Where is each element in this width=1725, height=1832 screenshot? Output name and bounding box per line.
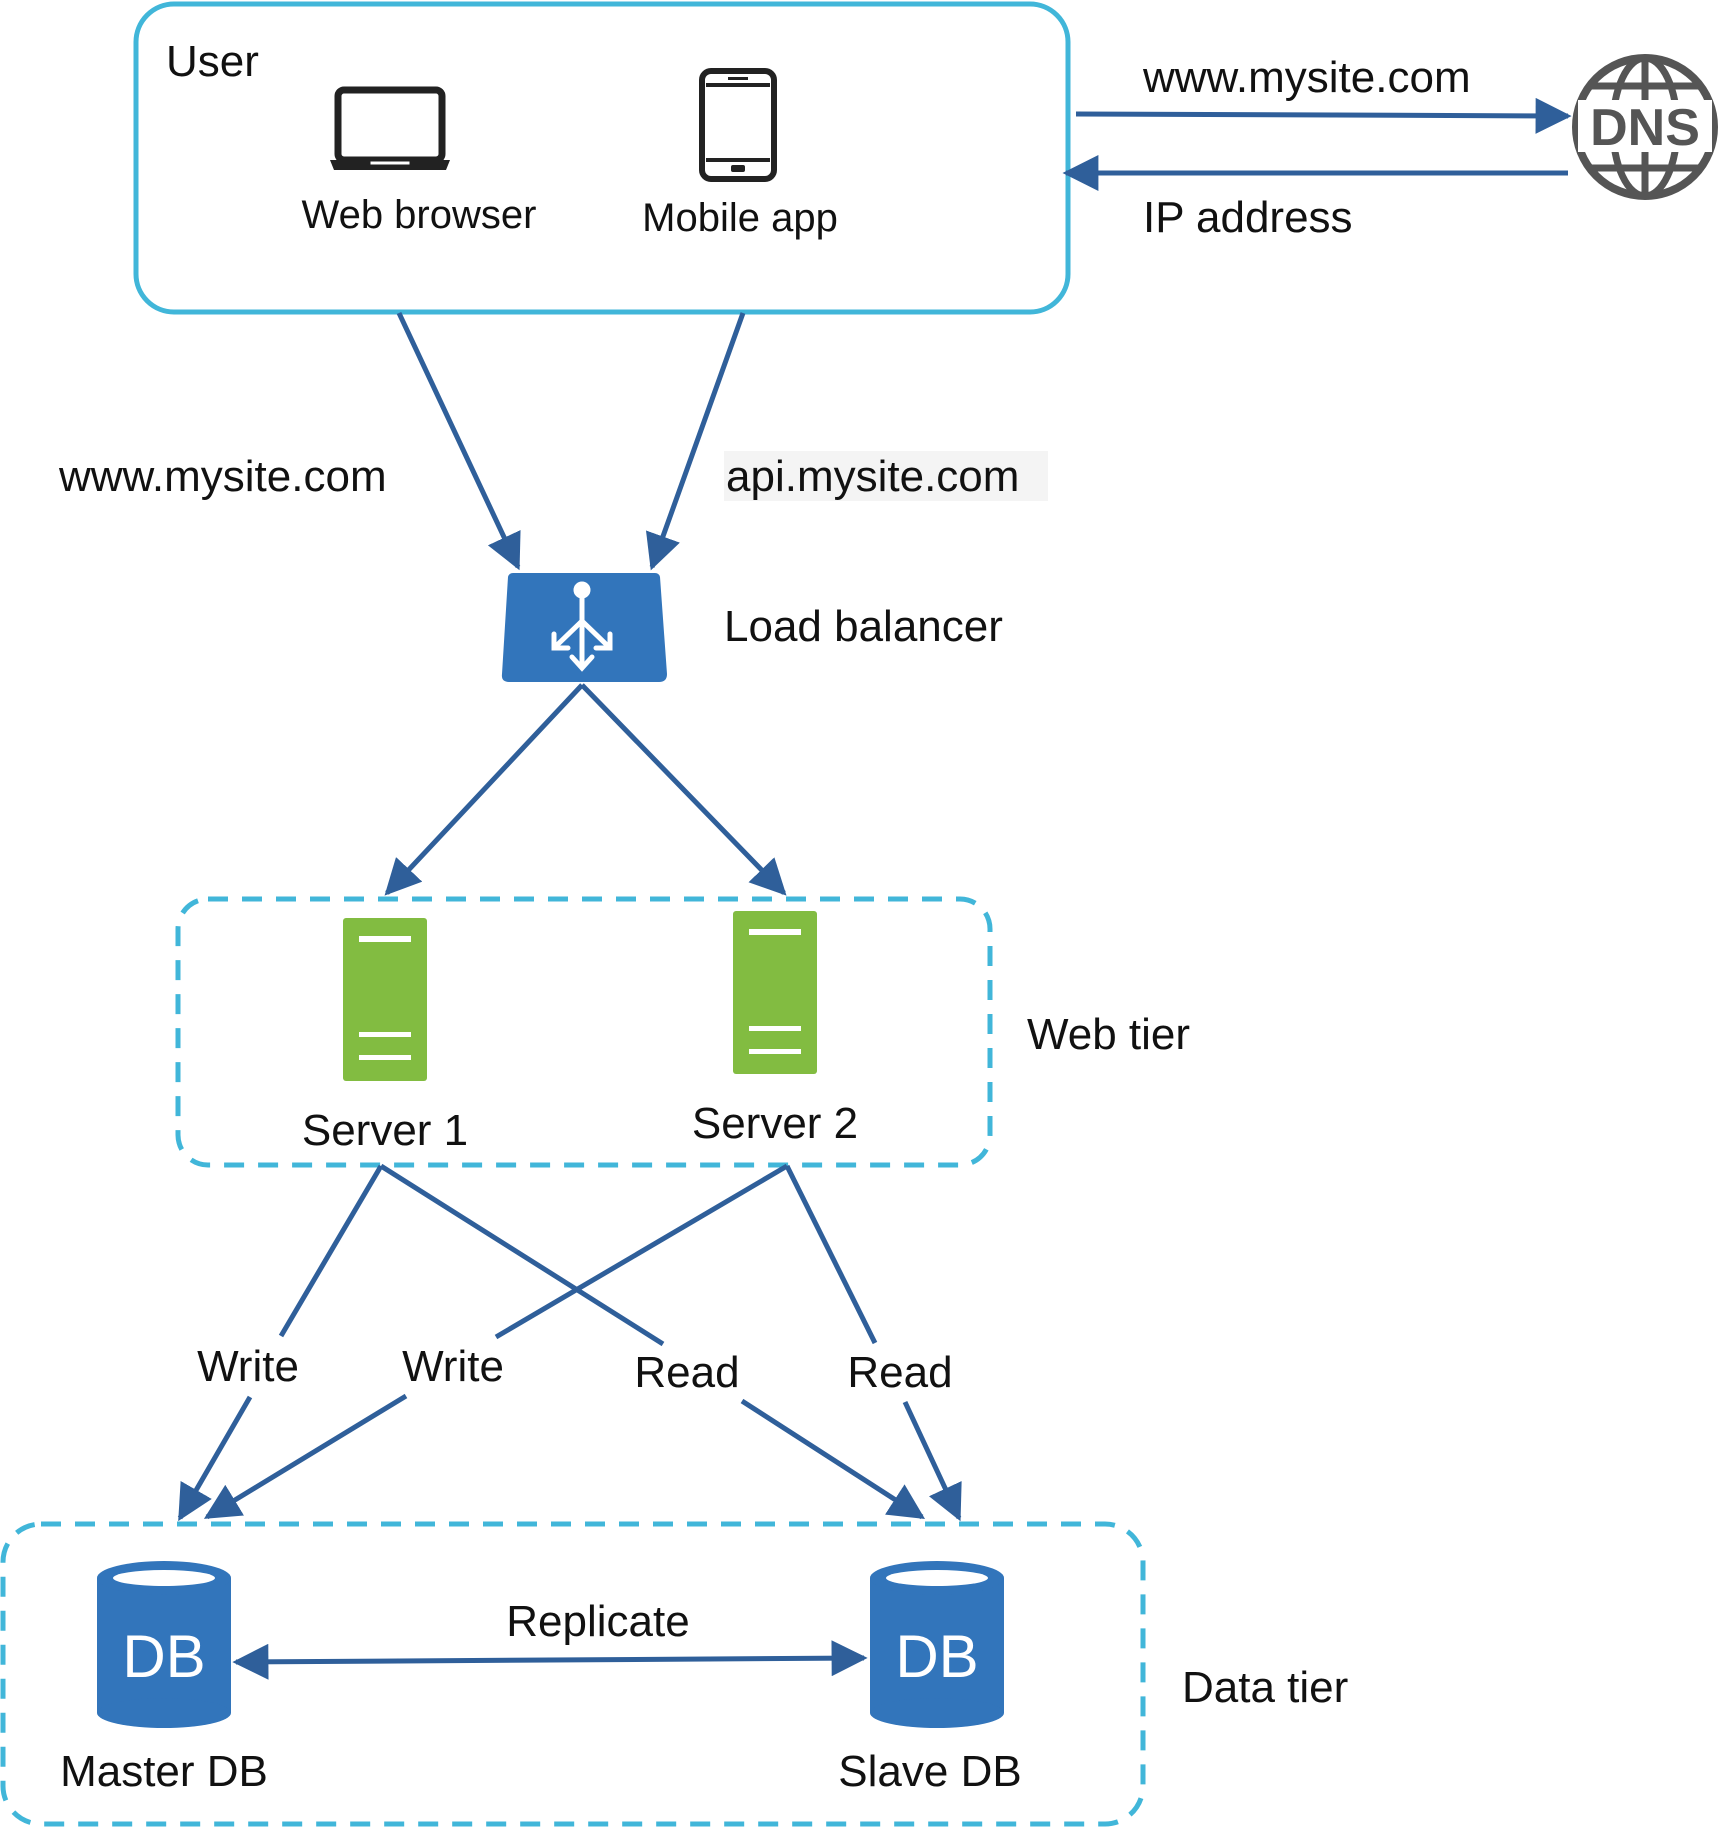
edge-s1-master-b bbox=[177, 1395, 253, 1522]
user-title: User bbox=[166, 37, 259, 86]
slave-db-icon-text: DB bbox=[895, 1623, 978, 1690]
edge-s2-slave-a bbox=[784, 1164, 878, 1345]
web-browser-label: Web browser bbox=[302, 193, 537, 237]
arrow-mobile-to-lb bbox=[645, 312, 746, 571]
server1-icon bbox=[343, 918, 427, 1081]
arrow-web-to-lb bbox=[396, 311, 521, 571]
edge-s1-slave-a bbox=[379, 1163, 665, 1347]
server2-icon bbox=[733, 911, 817, 1074]
dns-response-label: IP address bbox=[1143, 193, 1353, 242]
arrow-lb-to-server1 bbox=[384, 683, 584, 896]
master-db-icon-text: DB bbox=[122, 1623, 205, 1690]
master-db-icon bbox=[97, 1561, 231, 1728]
edge-s2-slave-b bbox=[902, 1400, 962, 1522]
replicate-arrow bbox=[232, 1640, 868, 1680]
slave-db-icon bbox=[870, 1561, 1004, 1728]
edge-s2-master-b bbox=[203, 1393, 408, 1520]
slave-db-label: Slave DB bbox=[838, 1747, 1021, 1796]
data-tier-container bbox=[0, 1521, 1146, 1827]
read-label-1: Read bbox=[634, 1348, 739, 1397]
laptop-icon bbox=[330, 86, 450, 170]
route-web-label: www.mysite.com bbox=[58, 452, 387, 501]
write-label-2: Write bbox=[402, 1342, 504, 1391]
edge-s1-slave-b bbox=[740, 1398, 926, 1520]
route-api-label-bg bbox=[724, 451, 1048, 501]
load-balancer-icon bbox=[501, 573, 667, 682]
web-tier-container bbox=[175, 896, 993, 1168]
master-db-label: Master DB bbox=[60, 1747, 268, 1796]
data-tier-label: Data tier bbox=[1182, 1663, 1348, 1712]
arrow-lb-to-server2 bbox=[580, 683, 787, 896]
read-label-2: Read bbox=[847, 1348, 952, 1397]
edge-s2-master-a bbox=[494, 1163, 789, 1340]
load-balancer-label: Load balancer bbox=[724, 602, 1003, 651]
mobile-phone-icon bbox=[699, 68, 777, 182]
web-tier-label: Web tier bbox=[1027, 1010, 1190, 1059]
edge-s1-master-a bbox=[278, 1164, 384, 1338]
replicate-label: Replicate bbox=[506, 1597, 689, 1646]
write-label-1: Write bbox=[197, 1342, 299, 1391]
dns-request-label: www.mysite.com bbox=[1142, 53, 1471, 102]
route-api-label: api.mysite.com bbox=[726, 452, 1019, 501]
mobile-app-label: Mobile app bbox=[642, 196, 838, 240]
user-container bbox=[133, 1, 1071, 315]
arrow-to-dns bbox=[1075, 97, 1572, 134]
server2-label: Server 2 bbox=[692, 1099, 858, 1148]
dns-icon-text: DNS bbox=[1590, 99, 1700, 157]
dns-globe-icon bbox=[1572, 54, 1718, 200]
server1-label: Server 1 bbox=[302, 1106, 468, 1155]
